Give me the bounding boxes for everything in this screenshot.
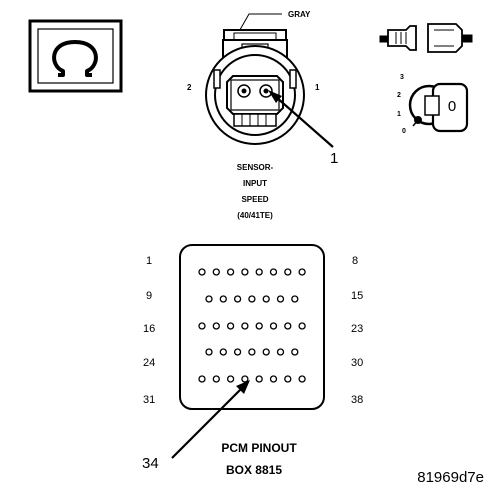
sensor-callout-number: 1	[330, 150, 338, 167]
sensor-caption-line-1: SENSOR-	[237, 163, 274, 172]
gray-label: GRAY	[288, 10, 311, 19]
ohm-symbol-box	[28, 19, 123, 93]
pcm-pin-cavity	[255, 268, 263, 276]
pcm-pin-cavity	[284, 322, 292, 330]
sensor-pin-2-label: 2	[187, 83, 192, 92]
sensor-caption-line-4: (40/41TE)	[237, 211, 273, 220]
pcm-row-5-left-label: 31	[143, 394, 155, 406]
pcm-pin-cavity	[291, 295, 299, 303]
pcm-pin-cavity	[269, 268, 278, 276]
pcm-pin-cavity	[262, 348, 270, 356]
sensor-pin-1-label: 1	[315, 83, 320, 92]
pcm-pin-cavity	[226, 322, 235, 330]
pcm-pin-cavity	[219, 348, 227, 356]
pcm-pin-cavity	[212, 375, 220, 383]
pcm-row-5-right-label: 38	[351, 394, 363, 406]
sensor-cavity-1	[259, 84, 273, 98]
ignition-position-1: 1	[397, 111, 401, 118]
pcm-pin-cavity	[284, 268, 292, 276]
pcm-row-4-right-label: 30	[351, 357, 363, 369]
pcm-pin-cavity	[248, 348, 256, 356]
pcm-row-4-left-label: 24	[143, 357, 155, 369]
pcm-pin-cavity	[241, 375, 249, 383]
pcm-pin-cavity	[255, 375, 263, 383]
pcm-row-1-left-label: 1	[146, 255, 152, 267]
pcm-pin-grid	[198, 268, 306, 383]
pcm-pin-cavity	[205, 348, 213, 356]
pcm-pin-cavity	[241, 268, 249, 276]
pcm-pin-cavity	[269, 322, 278, 330]
pcm-row-3-right-label: 23	[351, 323, 363, 335]
pcm-pin-cavity	[212, 322, 220, 330]
sensor-connector	[205, 29, 305, 145]
sensor-cavity-2	[237, 84, 251, 98]
pcm-pinout-title: PCM PINOUT	[221, 441, 297, 455]
pcm-callout-arrow	[171, 380, 250, 459]
ignition-key-icon	[408, 82, 469, 133]
ignition-position-0: 0	[402, 128, 406, 135]
pcm-pin-cavity	[276, 348, 285, 356]
figure-id: 81969d7e	[417, 469, 484, 486]
pcm-pin-cavity	[262, 295, 270, 303]
ignition-position-3: 3	[400, 74, 404, 81]
sensor-caption-line-3: SPEED	[241, 195, 268, 204]
pcm-box-number: BOX 8815	[226, 463, 282, 477]
pcm-pin-cavity	[241, 322, 249, 330]
pcm-pin-cavity	[298, 268, 306, 276]
pcm-pin-cavity	[205, 295, 213, 303]
pcm-pin-cavity	[276, 295, 285, 303]
disconnect-connector-icon	[379, 23, 473, 53]
sensor-caption-line-2: INPUT	[243, 179, 267, 188]
pcm-pin-cavity	[233, 348, 242, 356]
sensor-callout-arrow	[268, 90, 334, 148]
pcm-pin-cavity	[248, 295, 256, 303]
pcm-pin-cavity	[198, 375, 206, 383]
pcm-pin-cavity	[226, 375, 235, 383]
pcm-row-2-left-label: 9	[146, 290, 152, 302]
pcm-pin-cavity	[298, 322, 306, 330]
pcm-pin-cavity	[255, 322, 263, 330]
omega-icon	[52, 40, 98, 77]
pcm-row-3-left-label: 16	[143, 323, 155, 335]
pcm-connector-body	[179, 244, 325, 410]
pcm-pin-cavity	[298, 375, 306, 383]
pcm-pin-cavity	[198, 268, 206, 276]
ignition-position-2: 2	[397, 92, 401, 99]
pcm-pin-cavity	[226, 268, 235, 276]
pcm-pin-cavity	[269, 375, 278, 383]
pcm-pin-cavity	[233, 295, 242, 303]
pcm-pin-cavity	[284, 375, 292, 383]
pcm-pin-cavity	[198, 322, 206, 330]
pcm-pin-cavity	[291, 348, 299, 356]
ignition-key-label: 0	[448, 98, 456, 115]
pcm-callout-number: 34	[142, 455, 159, 472]
pcm-row-2-right-label: 15	[351, 290, 363, 302]
pcm-pin-cavity	[212, 268, 220, 276]
pcm-pin-cavity	[219, 295, 227, 303]
pcm-row-1-right-label: 8	[352, 255, 358, 267]
